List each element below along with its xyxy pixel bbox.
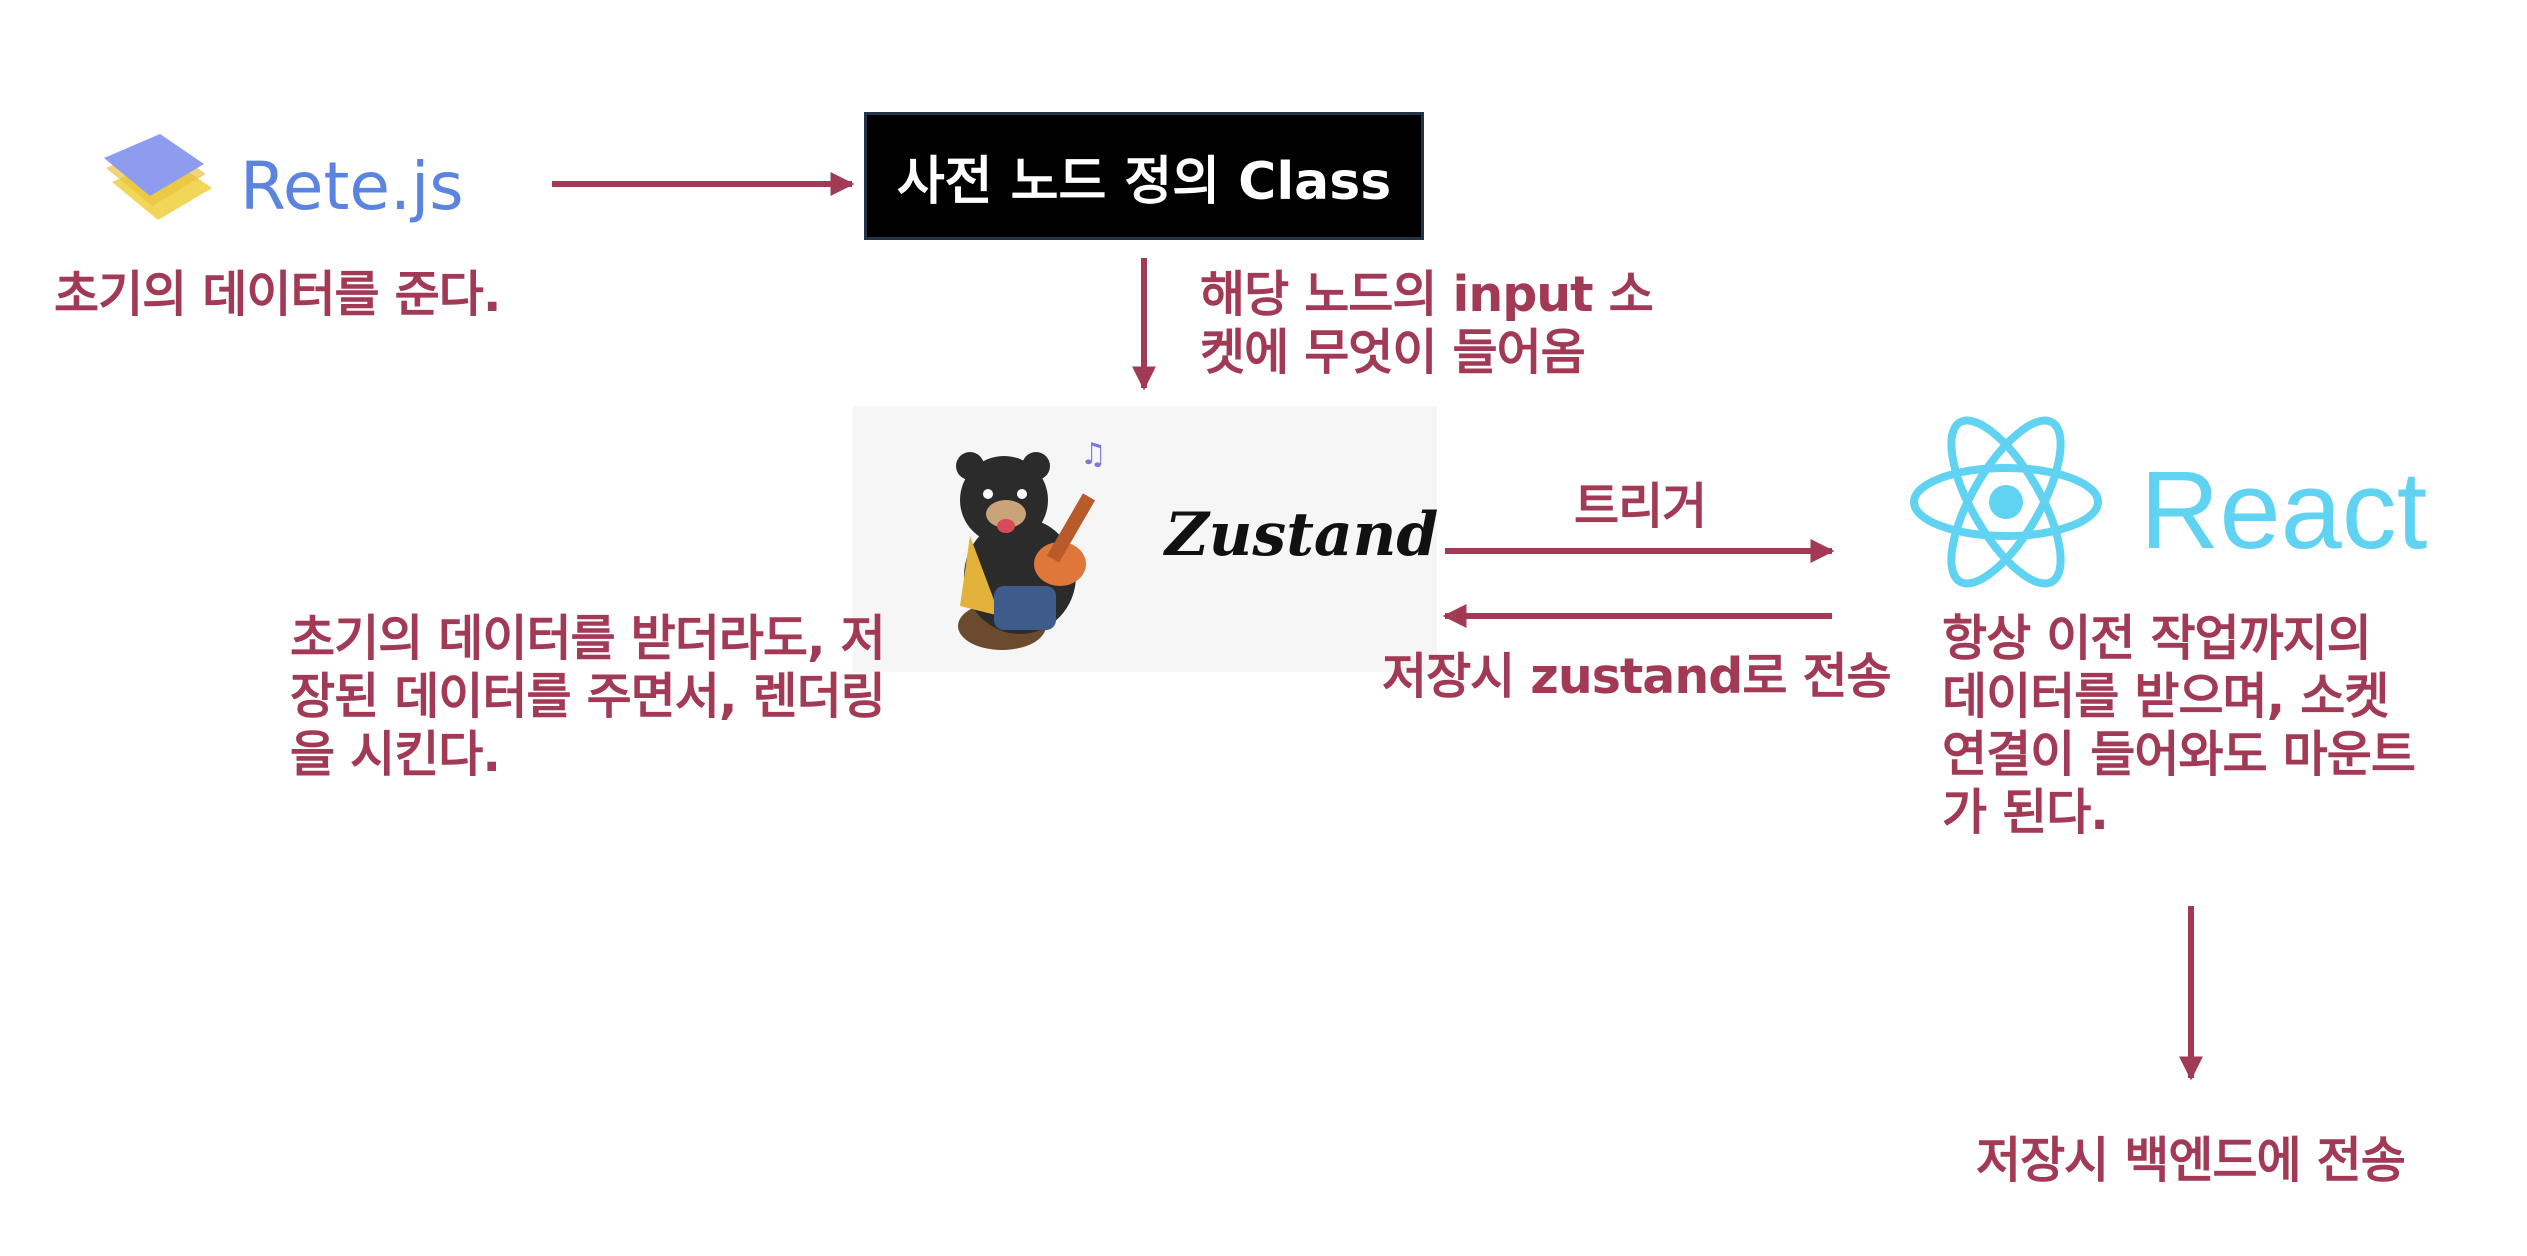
zustand-note-line-3: 을 시킨다.: [290, 726, 501, 783]
socket-note-line-2: 켓에 무엇이 들어옴: [1200, 324, 1586, 381]
svg-text:♫: ♫: [1080, 437, 1107, 472]
trigger-label: 트리거: [1574, 478, 1707, 536]
react-logo-text: React: [2140, 449, 2428, 572]
save-zustand-label-text: 저장시 zustand로 전송: [1382, 648, 1892, 705]
trigger-label-text: 트리거: [1574, 478, 1707, 535]
react-note-line-4: 가 된다.: [1942, 784, 2109, 841]
zustand-note-line-2: 장된 데이터를 주면서, 렌더링: [290, 668, 886, 725]
rete-logo: [96, 124, 216, 234]
react-logo-icon: [1906, 412, 2106, 592]
backend-label-text: 저장시 백엔드에 전송: [1976, 1132, 2406, 1189]
react-note-line-2: 데이터를 받으며, 소켓: [1942, 668, 2389, 725]
rete-logo-icon: [104, 134, 212, 220]
zustand-logo-text: Zustand: [1165, 500, 1439, 570]
react-note: 항상 이전 작업까지의 데이터를 받으며, 소켓 연결이 들어와도 마운트 가 …: [1942, 610, 2416, 842]
react-note-line-3: 연결이 들어와도 마운트: [1942, 726, 2416, 783]
zustand-note-line-1: 초기의 데이터를 받더라도, 저: [290, 610, 886, 667]
rete-caption: 초기의 데이터를 준다.: [54, 266, 501, 324]
socket-note-line-1: 해당 노드의 input 소: [1200, 266, 1654, 323]
socket-note: 해당 노드의 input 소 켓에 무엇이 들어옴: [1200, 266, 1654, 382]
react-note-line-1: 항상 이전 작업까지의: [1942, 610, 2372, 667]
backend-label: 저장시 백엔드에 전송: [1976, 1132, 2406, 1190]
rete-caption-text: 초기의 데이터를 준다.: [54, 266, 501, 323]
save-zustand-label: 저장시 zustand로 전송: [1382, 648, 1892, 706]
zustand-note: 초기의 데이터를 받더라도, 저 장된 데이터를 주면서, 렌더링 을 시킨다.: [290, 610, 886, 784]
zustand-logo-panel: [853, 406, 1437, 672]
zustand-bear-icon: ♫: [940, 436, 1130, 656]
node-class-box: 사전 노드 정의 Class: [864, 112, 1424, 240]
rete-logo-text: Rete.js: [240, 148, 464, 225]
